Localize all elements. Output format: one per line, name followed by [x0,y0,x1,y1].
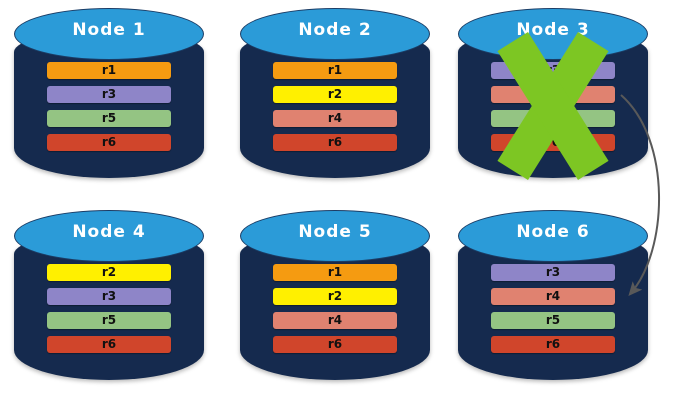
node-2-replica-list: r1 r2 r4 r6 [240,62,430,158]
node-5-replica-r6[interactable]: r6 [273,336,397,353]
node-2-replica-r2[interactable]: r2 [273,86,397,103]
node-3-replica-r3[interactable]: r3 [491,62,615,79]
node-3-replica-r4[interactable]: r4 [491,86,615,103]
node-5-replica-r1[interactable]: r1 [273,264,397,281]
node-5-top-ellipse [240,210,430,262]
node-1-replica-r5[interactable]: r5 [47,110,171,127]
node-4-replica-r3[interactable]: r3 [47,288,171,305]
node-6-replica-r6[interactable]: r6 [491,336,615,353]
node-4-replica-r6[interactable]: r6 [47,336,171,353]
node-2-replica-r1[interactable]: r1 [273,62,397,79]
node-2-replica-r6[interactable]: r6 [273,134,397,151]
node-4-replica-list: r2 r3 r5 r6 [14,264,204,360]
node-3-top-ellipse [458,8,648,60]
node-2-replica-r4[interactable]: r4 [273,110,397,127]
node-1-replica-r6[interactable]: r6 [47,134,171,151]
node-4-replica-r2[interactable]: r2 [47,264,171,281]
node-6-replica-r5[interactable]: r5 [491,312,615,329]
node-3-replica-r6[interactable]: r6 [491,134,615,151]
node-5-replica-r4[interactable]: r4 [273,312,397,329]
node-6-replica-r4[interactable]: r4 [491,288,615,305]
node-5-replica-list: r1 r2 r4 r6 [240,264,430,360]
node-1-replica-r1[interactable]: r1 [47,62,171,79]
node-1-replica-list: r1 r3 r5 r6 [14,62,204,158]
node-6-replica-r3[interactable]: r3 [491,264,615,281]
node-4-top-ellipse [14,210,204,262]
node-6-replica-list: r3 r4 r5 r6 [458,264,648,360]
node-4-replica-r5[interactable]: r5 [47,312,171,329]
node-2-top-ellipse [240,8,430,60]
node-3-replica-r5[interactable]: r5 [491,110,615,127]
node-1-replica-r3[interactable]: r3 [47,86,171,103]
node-5-replica-r2[interactable]: r2 [273,288,397,305]
node-6-top-ellipse [458,210,648,262]
node-1-top-ellipse [14,8,204,60]
node-3-replica-list: r3 r4 r5 r6 [458,62,648,158]
